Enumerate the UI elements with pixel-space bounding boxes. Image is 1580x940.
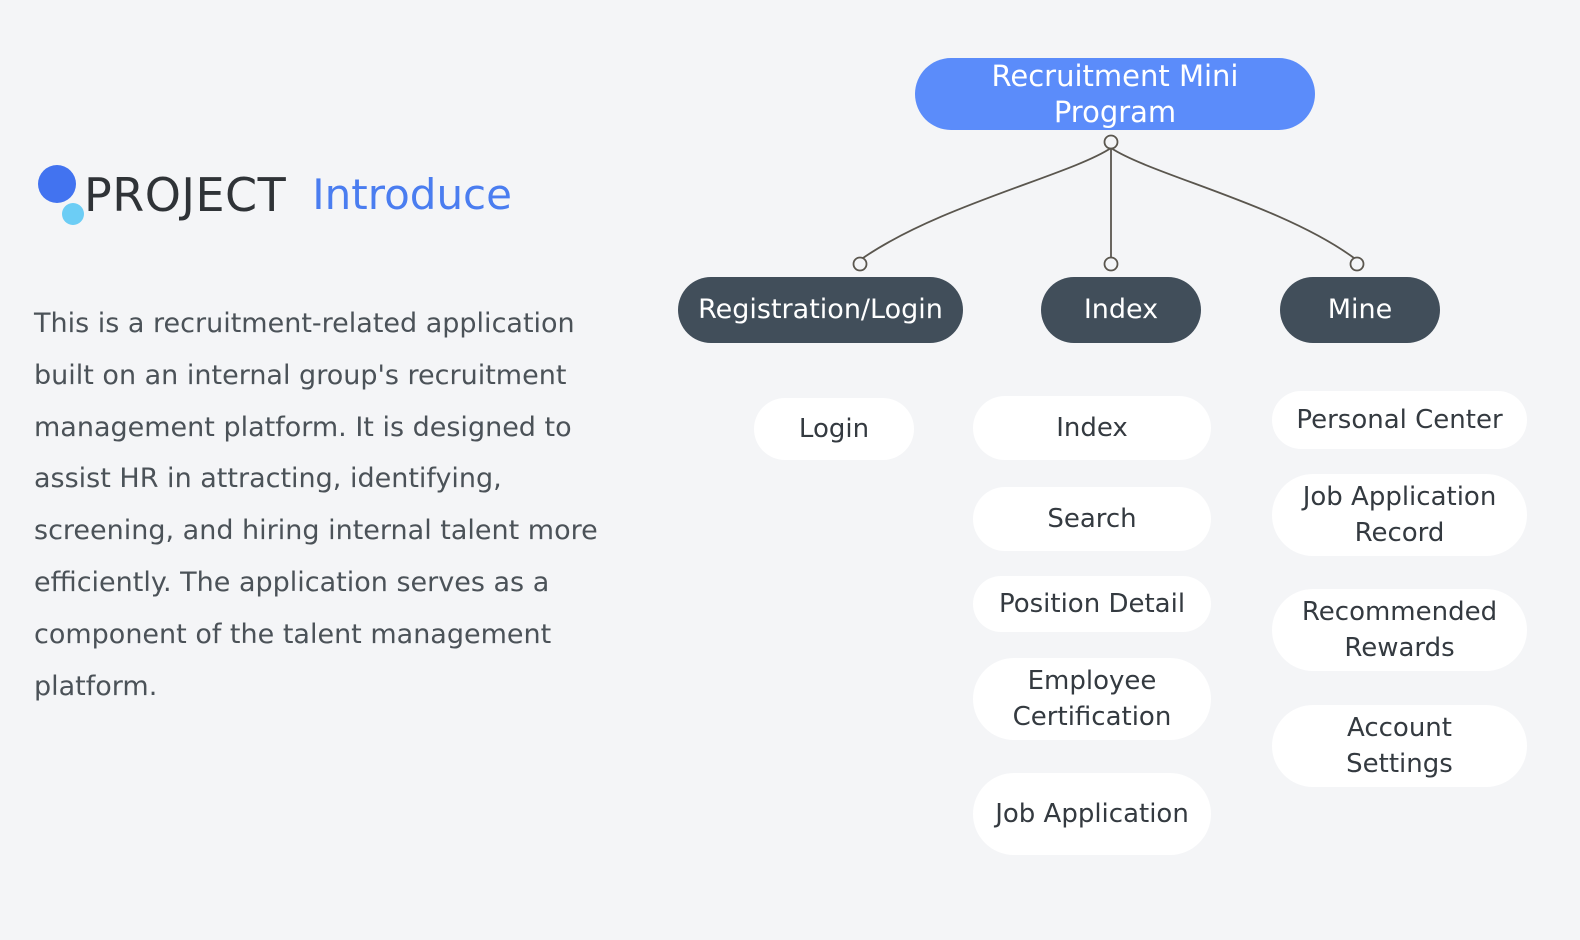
node-leaf-login[interactable]: Login — [754, 398, 914, 460]
node-leaf-employee-certification[interactable]: Employee Certification — [973, 658, 1211, 740]
node-leaf-personal-center[interactable]: Personal Center — [1272, 391, 1527, 449]
logo-large-circle-icon — [38, 165, 76, 203]
intro-panel: PROJECT Introduce This is a recruitment-… — [34, 150, 634, 713]
project-logo-icon — [34, 155, 90, 235]
node-leaf-position-detail[interactable]: Position Detail — [973, 576, 1211, 632]
node-leaf-search[interactable]: Search — [973, 487, 1211, 551]
logo-small-circle-icon — [62, 203, 84, 225]
page-subtitle: Introduce — [312, 170, 512, 219]
node-leaf-job-application[interactable]: Job Application — [973, 773, 1211, 855]
brand-heading: PROJECT Introduce — [34, 150, 634, 240]
intro-paragraph: This is a recruitment-related applicatio… — [34, 308, 598, 702]
node-branch-registration-login[interactable]: Registration/Login — [678, 277, 963, 343]
page-title: PROJECT — [84, 168, 287, 222]
sitemap-diagram: Recruitment Mini Program Registration/Lo… — [640, 0, 1580, 940]
node-root[interactable]: Recruitment Mini Program — [915, 58, 1315, 130]
node-leaf-recommended-rewards[interactable]: Recommended Rewards — [1272, 589, 1527, 671]
node-leaf-account-settings[interactable]: Account Settings — [1272, 705, 1527, 787]
node-leaf-job-application-record[interactable]: Job Application Record — [1272, 474, 1527, 556]
node-branch-mine[interactable]: Mine — [1280, 277, 1440, 343]
node-leaf-index[interactable]: Index — [973, 396, 1211, 460]
node-branch-index[interactable]: Index — [1041, 277, 1201, 343]
